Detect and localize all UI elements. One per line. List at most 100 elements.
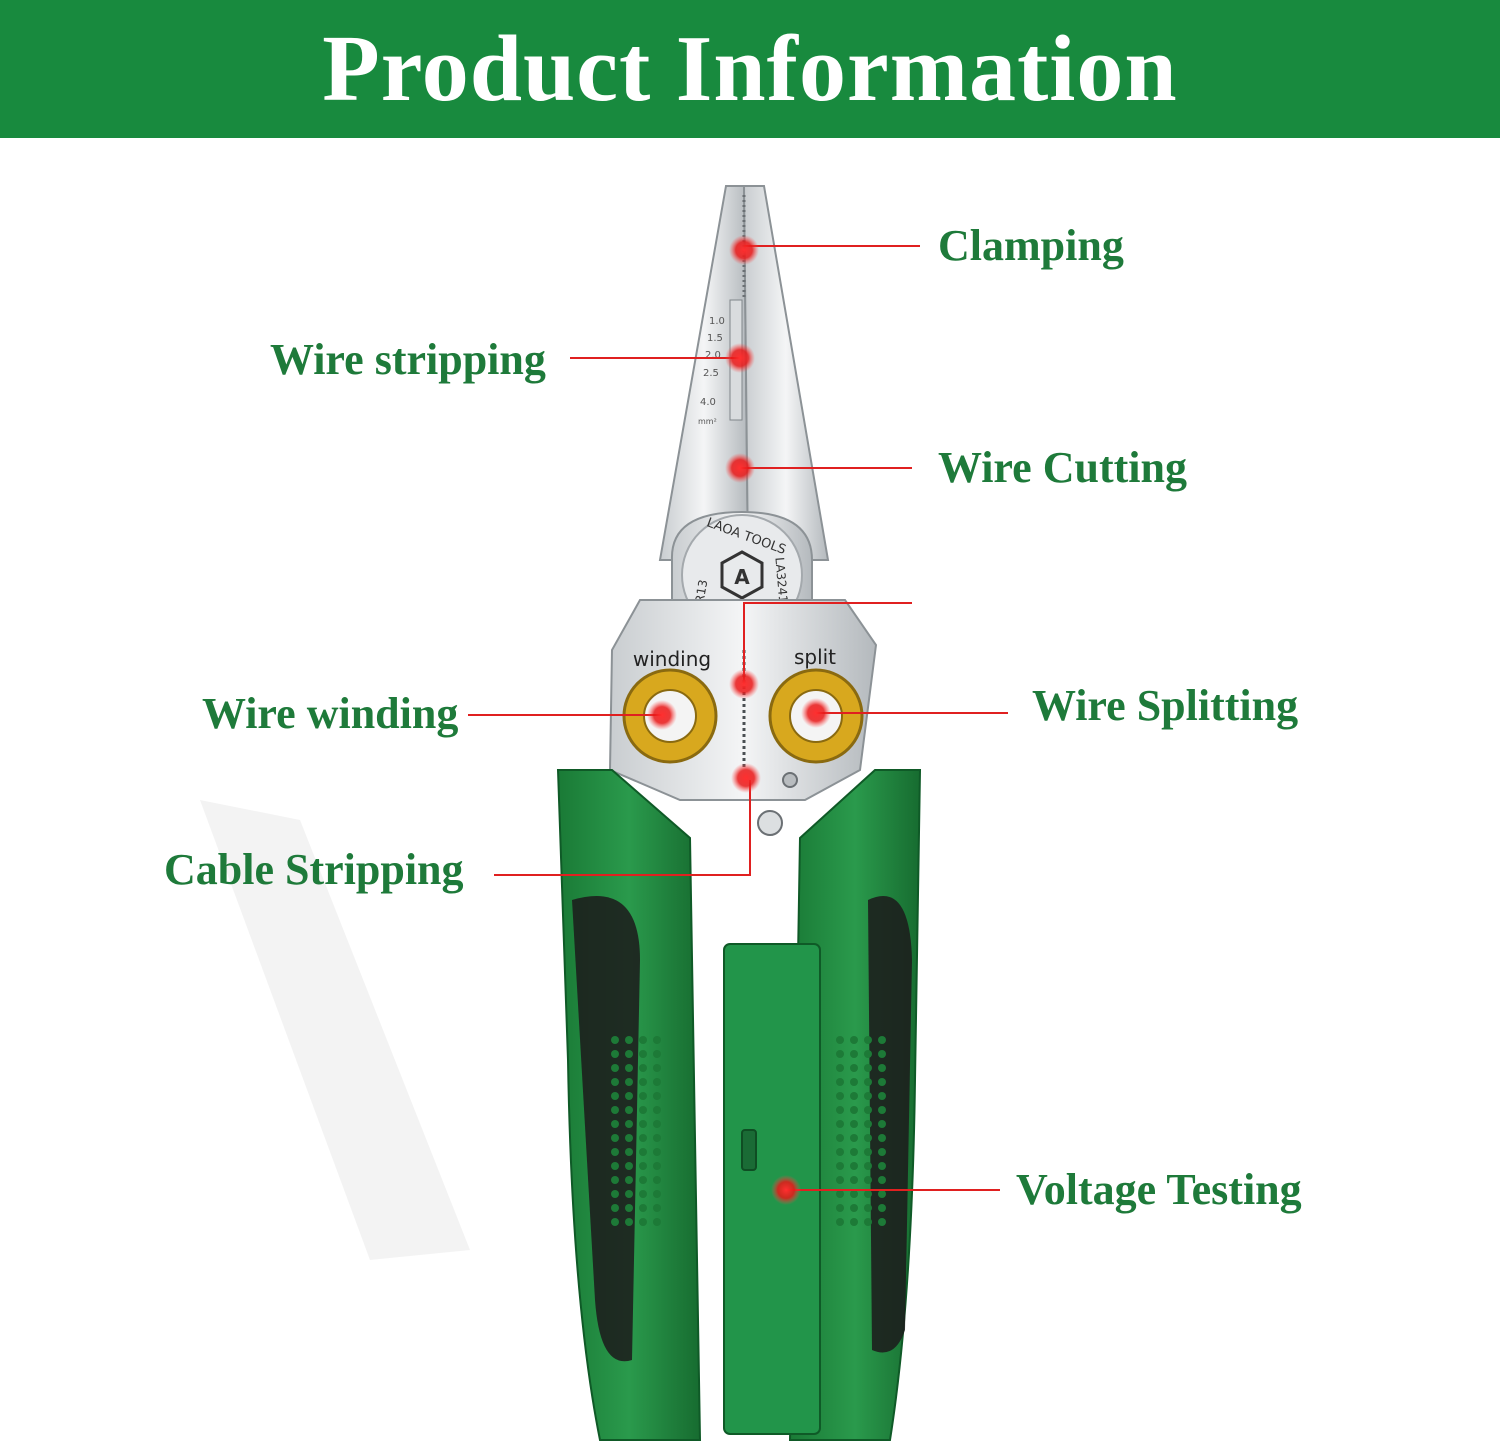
grip-dot (836, 1106, 844, 1114)
grip-dot (653, 1162, 661, 1170)
page-title: Product Information (322, 17, 1178, 121)
label-wire-splitting: Wire Splitting (1032, 681, 1299, 730)
grip-dot (878, 1218, 886, 1226)
grip-dot (864, 1120, 872, 1128)
grip-dot (625, 1134, 633, 1142)
grip-dot (625, 1092, 633, 1100)
grip-dot (611, 1134, 619, 1142)
grip-dot (836, 1134, 844, 1142)
callout-lines (468, 245, 1008, 1191)
grip-dot (625, 1106, 633, 1114)
grip-dot (625, 1120, 633, 1128)
grip-dot (653, 1106, 661, 1114)
grip-dot (878, 1092, 886, 1100)
grip-dot (864, 1190, 872, 1198)
grip-dot (625, 1078, 633, 1086)
grip-dot (864, 1078, 872, 1086)
grip-dot (625, 1148, 633, 1156)
grip-dot (850, 1218, 858, 1226)
grip-dot (639, 1106, 647, 1114)
grip-dot (611, 1092, 619, 1100)
label-wire-winding: Wire winding (202, 689, 459, 738)
grip-dot (639, 1190, 647, 1198)
grip-dot (653, 1120, 661, 1128)
grip-dot (878, 1120, 886, 1128)
grip-dot (836, 1218, 844, 1226)
grip-dot (625, 1064, 633, 1072)
grip-dot (836, 1148, 844, 1156)
grip-dot (653, 1036, 661, 1044)
grip-dot (864, 1176, 872, 1184)
grip-dot (850, 1036, 858, 1044)
grip-dot (653, 1218, 661, 1226)
right-jaw (742, 185, 830, 561)
logo-letter: A (734, 565, 750, 589)
grip-dot (836, 1092, 844, 1100)
grip-dot (653, 1190, 661, 1198)
grip-dot (611, 1190, 619, 1198)
gauge-2: 1.5 (707, 333, 723, 344)
gauge-4: 2.5 (703, 368, 719, 379)
grip-dot (836, 1050, 844, 1058)
grip-dot (653, 1064, 661, 1072)
grip-dot (653, 1134, 661, 1142)
gauge-3: 2.0 (705, 350, 721, 361)
grip-dot (850, 1176, 858, 1184)
grip-dot (836, 1036, 844, 1044)
grip-dot (639, 1218, 647, 1226)
grip-dot (653, 1050, 661, 1058)
label-voltage-testing: Voltage Testing (1016, 1165, 1302, 1214)
grip-dot (625, 1162, 633, 1170)
lock-screw (757, 810, 783, 836)
right-handle-grip (868, 896, 912, 1353)
grip-dot (625, 1036, 633, 1044)
pliers-illustration: 1.0 1.5 2.0 2.5 4.0 mm² A LAOA TOOLS LA3… (200, 185, 1008, 1441)
grip-dot (850, 1134, 858, 1142)
grip-dot (639, 1204, 647, 1212)
grip-dot (864, 1162, 872, 1170)
grip-dot (878, 1204, 886, 1212)
grip-dot (639, 1064, 647, 1072)
grip-dot (864, 1148, 872, 1156)
grip-dot (611, 1050, 619, 1058)
grip-dot (653, 1078, 661, 1086)
grip-dot (611, 1162, 619, 1170)
grip-dot (864, 1036, 872, 1044)
grip-dot (836, 1064, 844, 1072)
grip-dot (836, 1204, 844, 1212)
grip-dot (611, 1120, 619, 1128)
grip-dot (611, 1218, 619, 1226)
grip-dot (653, 1148, 661, 1156)
grip-dot (611, 1078, 619, 1086)
grip-dot (878, 1064, 886, 1072)
grip-dot (611, 1064, 619, 1072)
grip-dot (653, 1204, 661, 1212)
tester-indicator (741, 1129, 757, 1171)
grip-dot (653, 1092, 661, 1100)
grip-dot (836, 1162, 844, 1170)
grip-dot (864, 1050, 872, 1058)
split-label: split (794, 645, 836, 669)
grip-dot (625, 1204, 633, 1212)
gauge-1: 1.0 (709, 316, 725, 327)
header-banner: Product Information (0, 0, 1500, 138)
grip-dot (611, 1204, 619, 1212)
grip-dot (611, 1148, 619, 1156)
grip-dot (639, 1176, 647, 1184)
right-grip-dots (836, 1036, 886, 1226)
grip-dot (611, 1036, 619, 1044)
grip-dot (625, 1190, 633, 1198)
grip-dot (878, 1078, 886, 1086)
grip-dot (864, 1204, 872, 1212)
grip-dot (836, 1078, 844, 1086)
grip-dot (864, 1106, 872, 1114)
grip-dot (625, 1176, 633, 1184)
gauge-unit: mm² (698, 417, 717, 426)
grip-dot (639, 1162, 647, 1170)
grip-dot (653, 1176, 661, 1184)
grip-dot (625, 1050, 633, 1058)
grip-dot (864, 1092, 872, 1100)
callout-dots (647, 235, 831, 1205)
grip-dot (850, 1092, 858, 1100)
grip-dot (611, 1106, 619, 1114)
